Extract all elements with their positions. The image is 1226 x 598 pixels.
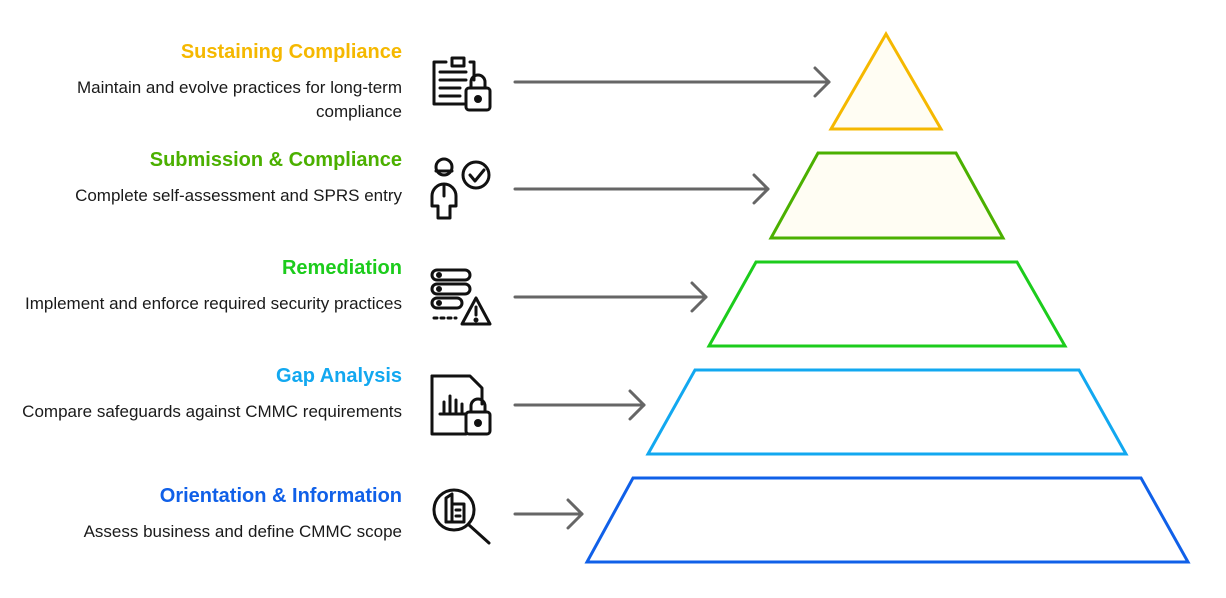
level-description: Complete self-assessment and SPRS entry <box>75 186 402 205</box>
arrow-remediation <box>513 281 708 313</box>
level-title: Sustaining Compliance <box>180 41 402 63</box>
level-description: Compare safeguards against CMMC requirem… <box>22 402 402 421</box>
level-description: Implement and enforce required security … <box>24 294 402 313</box>
clipboard-lock-icon <box>432 56 492 112</box>
level-text-remediation: Remediation Implement and enforce requir… <box>2 256 402 316</box>
level-text-submission: Submission & Compliance Complete self-as… <box>2 148 402 208</box>
level-title: Gap Analysis <box>276 365 402 387</box>
person-check-icon <box>430 157 491 220</box>
arrow-sustaining <box>513 66 831 98</box>
arrow-gap-analysis <box>513 389 646 421</box>
level-description: Assess business and define CMMC scope <box>83 522 402 541</box>
level-description: Maintain and evolve practices for long-t… <box>76 78 402 121</box>
level-title: Submission & Compliance <box>149 149 402 171</box>
pyramid-tier-remediation <box>706 260 1068 348</box>
pyramid-tier-submission <box>768 151 1006 240</box>
pyramid-tier-sustaining <box>828 31 944 131</box>
arrow-orientation <box>513 498 584 530</box>
pyramid-tier-gap-analysis <box>645 368 1129 456</box>
level-title: Remediation <box>281 257 402 279</box>
arrow-submission <box>513 173 770 205</box>
level-text-gap-analysis: Gap Analysis Compare safeguards against … <box>2 364 402 424</box>
level-title: Orientation & Information <box>159 485 402 507</box>
level-text-orientation: Orientation & Information Assess busines… <box>2 484 402 544</box>
building-search-icon <box>432 488 491 545</box>
pyramid-tier-orientation <box>584 476 1191 564</box>
chart-document-lock-icon <box>430 374 492 436</box>
server-warning-icon <box>430 268 492 326</box>
level-text-sustaining: Sustaining Compliance Maintain and evolv… <box>2 40 402 124</box>
